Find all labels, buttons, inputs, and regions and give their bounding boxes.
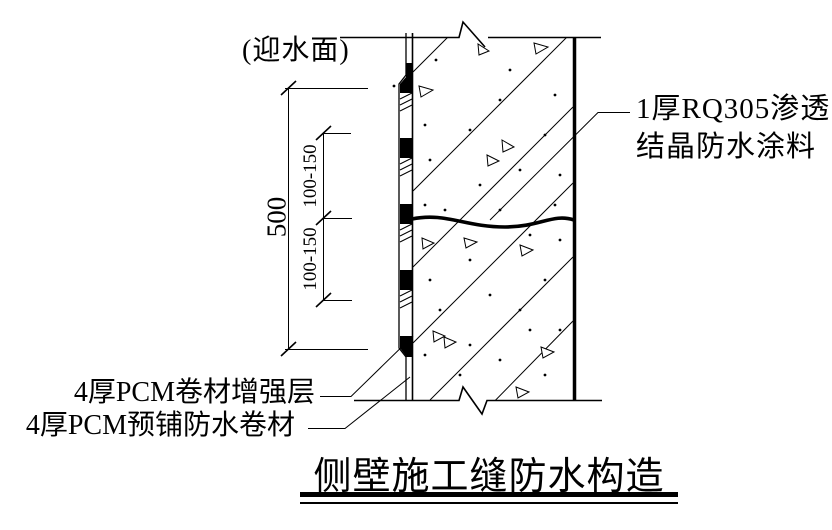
leader-coating [489,112,630,221]
membrane-hatch-segments [399,92,413,309]
dimension-linework [280,80,368,357]
leader-lines [308,112,630,429]
concrete-hatch-lines [413,37,574,400]
concrete-dots [392,58,562,377]
coating-label: 1厚RQ305渗透 结晶防水涂料 [636,90,830,166]
membrane-black-segments [400,63,412,357]
leader-reinforcement [320,335,414,397]
leader-preapplied [308,376,411,429]
wall-top-edge-break [340,20,601,48]
concrete-triangle-symbols [418,42,556,399]
dimension-lower-100-150-label: 100-150 [300,227,321,291]
title-underline-thick [300,492,678,497]
dimension-500-label: 500 [261,196,292,238]
wall-bottom-edge-break [354,385,602,416]
drawing-title: 侧壁施工缝防水构造 [313,456,665,498]
dimension-upper-100-150-label: 100-150 [300,144,321,208]
waterproof-membrane-band [398,33,414,400]
water-facing-side-label: (迎水面) [242,35,350,66]
title-underline-thin [300,502,678,504]
dimension-tick-marks [280,80,332,357]
preapplied-membrane-label: 4厚PCM预铺防水卷材 [25,410,295,441]
construction-joint-wavy-line [411,215,575,229]
break-arrowhead-icon [477,43,491,56]
coating-label-line2: 结晶防水涂料 [636,131,817,163]
reinforcement-layer-label: 4厚PCM卷材增强层 [73,377,315,408]
coating-label-line1: 1厚RQ305渗透 [636,93,831,125]
